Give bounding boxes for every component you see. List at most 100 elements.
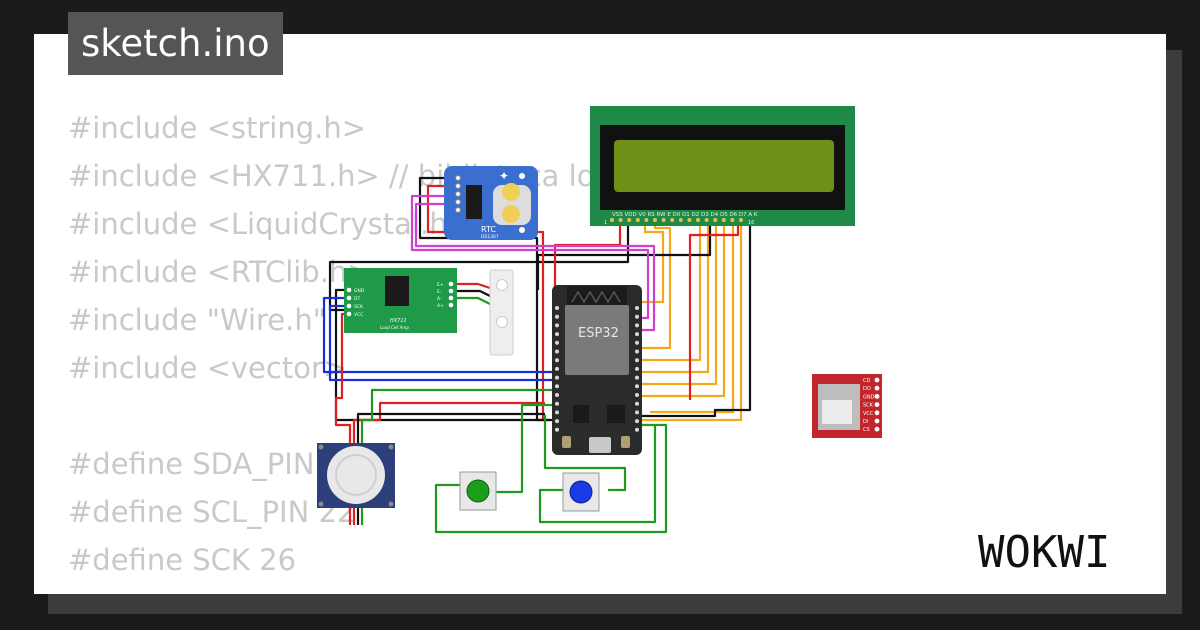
lcd-pin[interactable] <box>627 218 632 222</box>
hx711-pin[interactable] <box>346 303 352 309</box>
lcd-pin[interactable] <box>721 218 726 222</box>
esp32-pin[interactable] <box>555 419 559 424</box>
esp32-pin[interactable] <box>635 366 639 371</box>
wire-red <box>688 218 740 400</box>
sd-pin[interactable] <box>874 426 880 432</box>
esp32-pin[interactable] <box>635 306 639 310</box>
esp32-pin[interactable] <box>635 427 639 432</box>
rtc-pin[interactable] <box>455 183 461 189</box>
sd-pin[interactable] <box>874 394 880 399</box>
code-line: #include <string.h> <box>68 111 367 145</box>
esp32-pin[interactable] <box>635 323 639 328</box>
lcd-pin[interactable] <box>678 218 683 222</box>
rtc-pin[interactable] <box>455 207 461 213</box>
esp32-pin[interactable] <box>555 358 559 363</box>
sd-pin[interactable] <box>874 385 880 391</box>
sd-pin-label: GND <box>863 394 875 400</box>
wire-magenta <box>414 202 656 332</box>
hx711-pin[interactable] <box>346 287 352 293</box>
wire-green <box>543 415 627 492</box>
esp32-pin[interactable] <box>555 375 559 380</box>
esp32-pin[interactable] <box>555 427 559 432</box>
esp32-pin[interactable] <box>555 401 559 406</box>
lcd-pin[interactable] <box>661 218 666 222</box>
rtc-module[interactable]: ✦ RTC DS1307 <box>444 166 538 240</box>
esp32-pin[interactable] <box>635 358 639 363</box>
esp32-pin[interactable] <box>635 401 639 406</box>
esp32-pin[interactable] <box>635 332 639 337</box>
wire-black <box>636 218 752 418</box>
esp32-antenna <box>567 286 627 308</box>
esp32-pin[interactable] <box>555 306 559 310</box>
esp32-pin[interactable] <box>555 323 559 328</box>
esp32-pin[interactable] <box>635 349 639 354</box>
hx711-pin[interactable] <box>448 302 454 308</box>
hx711-pin[interactable] <box>448 288 454 294</box>
lcd-pin[interactable] <box>670 218 675 222</box>
lcd-display[interactable]: VSS VDD V0 RS RW E D0 D1 D2 D3 D4 D5 D6 … <box>590 106 855 226</box>
hx711-pin-label: E+ <box>437 282 444 288</box>
wire-orange <box>636 218 726 398</box>
lcd-pin[interactable] <box>713 218 718 222</box>
mount-hole <box>388 501 394 507</box>
lcd-pin[interactable] <box>696 218 700 222</box>
esp32-pin[interactable] <box>635 419 639 424</box>
lcd-pin[interactable] <box>704 218 709 222</box>
hx711-pin[interactable] <box>346 311 352 317</box>
rtc-pin[interactable] <box>455 191 461 197</box>
esp32-pin[interactable] <box>635 410 639 415</box>
reset-button[interactable] <box>621 436 630 448</box>
esp32-pin[interactable] <box>555 410 559 415</box>
esp32-board[interactable]: ESP32 <box>552 285 642 455</box>
load-cell[interactable] <box>489 269 514 356</box>
lcd-pin[interactable] <box>635 218 640 222</box>
wire-orange <box>650 218 735 414</box>
esp32-pin[interactable] <box>555 314 559 319</box>
hx711-pin[interactable] <box>448 295 454 301</box>
button-cap[interactable] <box>569 480 593 504</box>
esp32-pin[interactable] <box>555 393 559 397</box>
lcd-pin[interactable] <box>687 218 692 222</box>
esp32-pin[interactable] <box>555 340 559 345</box>
esp32-pin[interactable] <box>555 332 559 337</box>
esp32-pin[interactable] <box>635 314 639 319</box>
sd-pin[interactable] <box>874 410 880 416</box>
lcd-pin[interactable] <box>653 218 657 222</box>
wire-blue <box>322 296 556 374</box>
wire-black <box>334 288 552 422</box>
sd-pin[interactable] <box>874 402 880 407</box>
rtc-pin[interactable] <box>455 175 461 181</box>
esp32-pin[interactable] <box>555 349 559 354</box>
rtc-pin[interactable] <box>455 199 461 205</box>
lcd-pin[interactable] <box>644 218 649 222</box>
lcd-pin[interactable] <box>610 218 614 222</box>
esp32-pin[interactable] <box>635 340 639 345</box>
hx711-pin[interactable] <box>448 281 454 287</box>
esp32-pin[interactable] <box>555 384 559 389</box>
esp32-pin[interactable] <box>555 366 559 371</box>
sd-pin[interactable] <box>874 418 880 424</box>
code-line: #include <vector> <box>68 351 348 385</box>
lcd-pin-last: 16 <box>748 220 754 226</box>
button-cap[interactable] <box>466 479 490 503</box>
wire-red <box>426 184 545 420</box>
esp32-pin[interactable] <box>635 375 639 380</box>
lcd-pin[interactable] <box>730 218 735 222</box>
pushbutton-blue[interactable] <box>562 472 600 512</box>
usb-port-icon <box>589 437 611 453</box>
file-tab[interactable]: sketch.ino <box>68 12 283 75</box>
pushbutton-green[interactable] <box>459 471 497 511</box>
boot-button[interactable] <box>562 436 571 448</box>
lcd-pin[interactable] <box>618 218 623 222</box>
lcd-pin[interactable] <box>739 218 743 222</box>
esp32-pin[interactable] <box>635 384 639 389</box>
pir-sensor[interactable] <box>317 443 395 508</box>
load-cell-bar <box>489 269 514 356</box>
hx711-pin[interactable] <box>346 295 352 301</box>
wire-blue <box>328 304 556 382</box>
esp32-pin[interactable] <box>635 393 639 397</box>
hx711-pin-label: A+ <box>437 303 444 309</box>
sd-pin[interactable] <box>874 377 880 383</box>
